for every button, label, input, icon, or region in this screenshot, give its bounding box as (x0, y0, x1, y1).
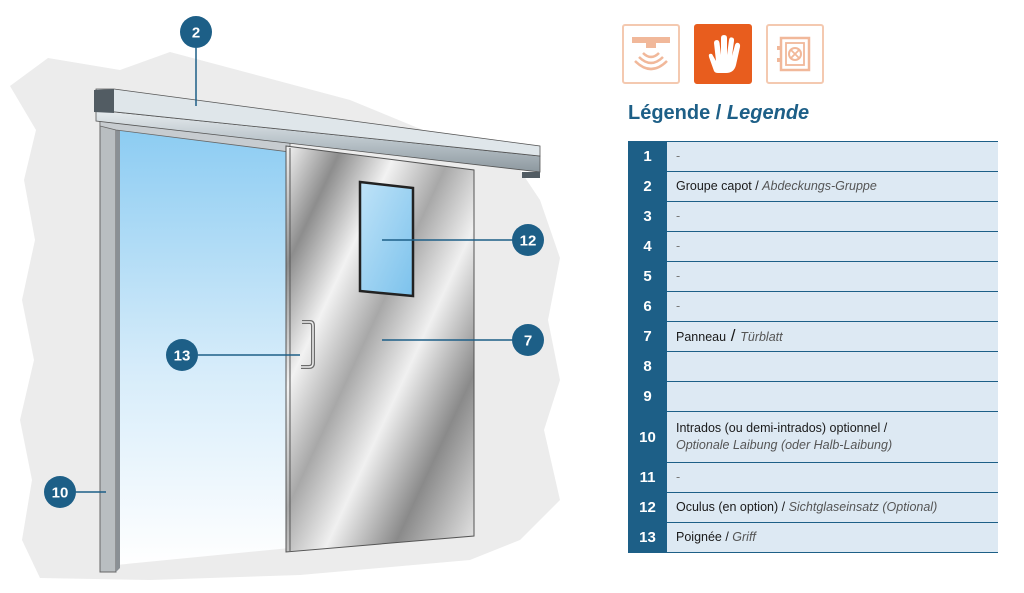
legend-row-fr: Poignée (676, 530, 722, 544)
oculus-window (358, 180, 415, 298)
glass-opening (116, 128, 290, 565)
legend-row: 10 Intrados (ou demi-intrados) optionnel… (628, 412, 998, 463)
sensor-icon (622, 24, 680, 84)
legend-row: 11 - (628, 463, 998, 493)
legend-title-fr: Légende (628, 102, 711, 124)
door-panel (285, 145, 475, 553)
legend-row-number: 13 (628, 523, 667, 552)
legend-row-number: 9 (628, 382, 667, 411)
hand-icon (694, 24, 752, 84)
legend-row-fr: Panneau (676, 330, 727, 344)
legend-row-number: 7 (628, 322, 667, 351)
svg-text:13: 13 (174, 348, 191, 365)
legend-row-number: 8 (628, 352, 667, 381)
legend-row-de: Optionale Laibung (oder Halb-Laibung) (676, 438, 893, 452)
legend-row: 3 - (628, 202, 998, 232)
legend-row-dash: - (676, 149, 681, 163)
legend-row-dash: - (676, 269, 681, 283)
callout-12: 12 (512, 224, 544, 256)
legend-row-de: Abdeckungs-Gruppe (762, 179, 877, 193)
legend-row-number: 6 (628, 292, 667, 321)
legend-row-fr: Groupe capot (676, 179, 752, 193)
svg-text:7: 7 (524, 333, 532, 350)
door-frame-jamb (99, 117, 117, 573)
callout-7: 7 (512, 324, 544, 356)
legend-row: 7 Panneau / Türblatt (628, 322, 998, 352)
legend-row-separator: / (751, 179, 763, 193)
mode-icons (622, 24, 824, 84)
svg-text:2: 2 (192, 25, 200, 42)
legend-row-number: 10 (628, 412, 667, 462)
callout-10: 10 (44, 476, 76, 508)
legend-row-de: Türblatt (740, 330, 783, 344)
legend-row-de: Sichtglaseinsatz (Optional) (788, 500, 938, 514)
legend-row-number: 11 (628, 463, 667, 492)
legend-row-dash: - (676, 299, 681, 313)
legend-row: 2 Groupe capot / Abdeckungs-Gruppe (628, 172, 998, 202)
legend-row-number: 2 (628, 172, 667, 201)
legend-row: 6 - (628, 292, 998, 322)
legend-row: 5 - (628, 262, 998, 292)
legend-row-dash: - (676, 239, 681, 253)
legend-row-number: 12 (628, 493, 667, 522)
legend-row-number: 3 (628, 202, 667, 231)
legend-row-de: Griff (732, 530, 756, 544)
legend-row: 1 - (628, 142, 998, 172)
legend-row: 8 (628, 352, 998, 382)
legend-row-fr: Intrados (ou demi-intrados) optionnel / (676, 421, 888, 435)
legend-row-number: 4 (628, 232, 667, 261)
door-illustration: 2 12 7 13 10 (10, 16, 560, 580)
legend-row-fr: Oculus (en option) (676, 500, 779, 514)
legend-row: 4 - (628, 232, 998, 262)
legend-title-de: Legende (726, 102, 810, 124)
legend-title-separator: / (710, 102, 727, 124)
legend-row-dash: - (676, 209, 681, 223)
legend-title: Légende / Legende (628, 102, 809, 125)
callout-13: 13 (166, 339, 198, 371)
legend-row-number: 1 (628, 142, 667, 171)
legend-row-number: 5 (628, 262, 667, 291)
legend-row-separator: / (726, 326, 741, 345)
legend-row-separator: / (721, 530, 733, 544)
legend-table: 1 - 2 Groupe capot / Abdeckungs-Gruppe 3… (628, 141, 998, 553)
legend-row: 9 (628, 382, 998, 412)
svg-text:12: 12 (520, 233, 537, 250)
svg-text:10: 10 (52, 485, 69, 502)
legend-row-dash: - (676, 470, 681, 484)
callout-2: 2 (180, 16, 212, 48)
legend-row-separator: / (778, 500, 789, 514)
legend-row: 12 Oculus (en option) / Sichtglaseinsatz… (628, 493, 998, 523)
legend-row: 13 Poignée / Griff (628, 523, 998, 553)
safe-icon (766, 24, 824, 84)
